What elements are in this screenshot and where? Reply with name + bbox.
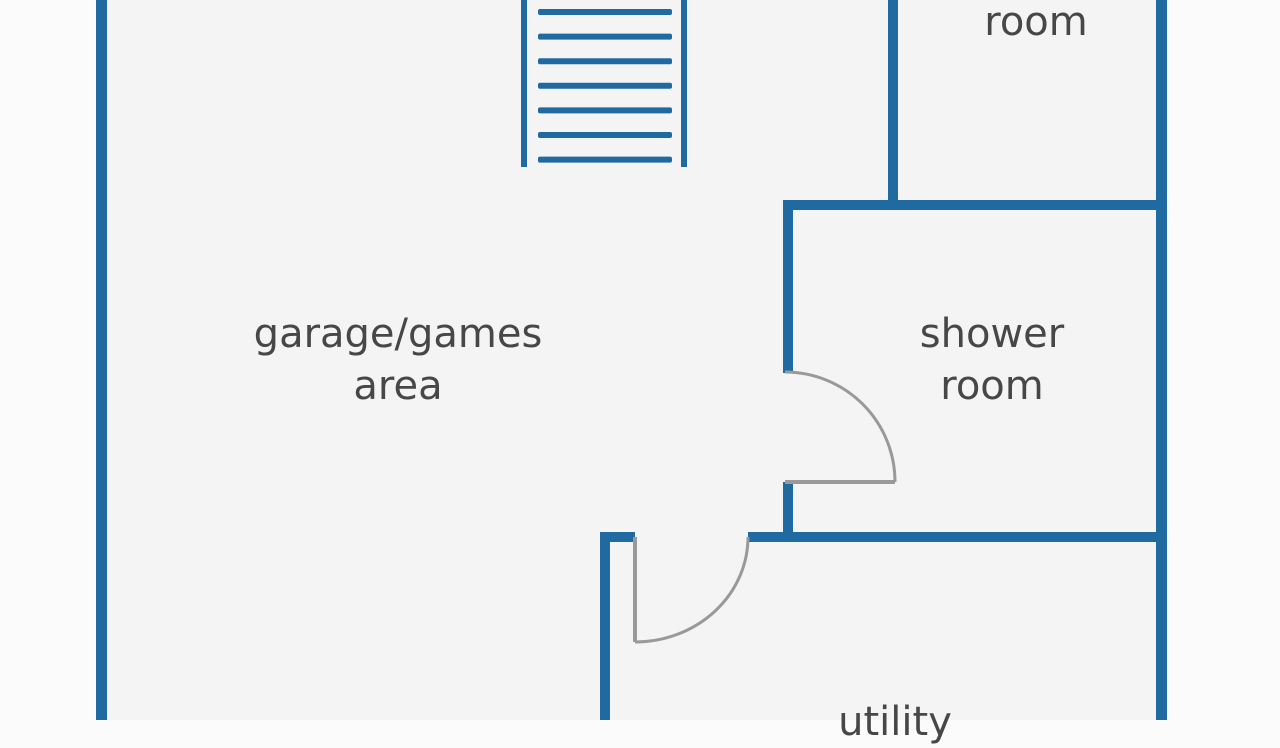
stair-tread [538,107,672,114]
shower-label-line2: room [940,363,1044,409]
wall-right-outer [1156,0,1167,720]
wall-left-outer [96,0,107,720]
utility-door-swing-arc [634,536,750,644]
doors [633,370,897,644]
floor [100,0,1162,720]
stair-rail-left [521,0,527,167]
stair-tread [538,156,672,163]
wall-shower-left-lower [783,482,793,540]
garage-label-line2: area [353,363,443,409]
stair-tread [538,82,672,89]
wall-utility-left [600,532,610,720]
wall-top-room-left [888,0,898,205]
wall-shower-top [783,200,1167,210]
shower-room-label: shower room [920,308,1064,412]
walls [96,0,1167,720]
top-room-label: room [984,0,1088,45]
stair-rail-right [681,0,687,167]
utility-label: utility [838,699,952,745]
stair-tread [538,132,672,138]
wall-utility-top [748,532,1167,542]
wall-shower-left-upper [783,200,793,373]
floor-plan [96,0,1167,720]
stair-tread [538,9,672,15]
garage-label-line1: garage/games [253,311,543,357]
shower-label-line1: shower [919,311,1065,357]
shower-door-swing-arc [784,370,897,483]
wall-utility-stub [600,532,635,542]
stair-tread [538,58,672,65]
stair-tread [538,33,672,40]
garage-label: garage/games area [254,308,543,412]
stairs [521,0,687,167]
